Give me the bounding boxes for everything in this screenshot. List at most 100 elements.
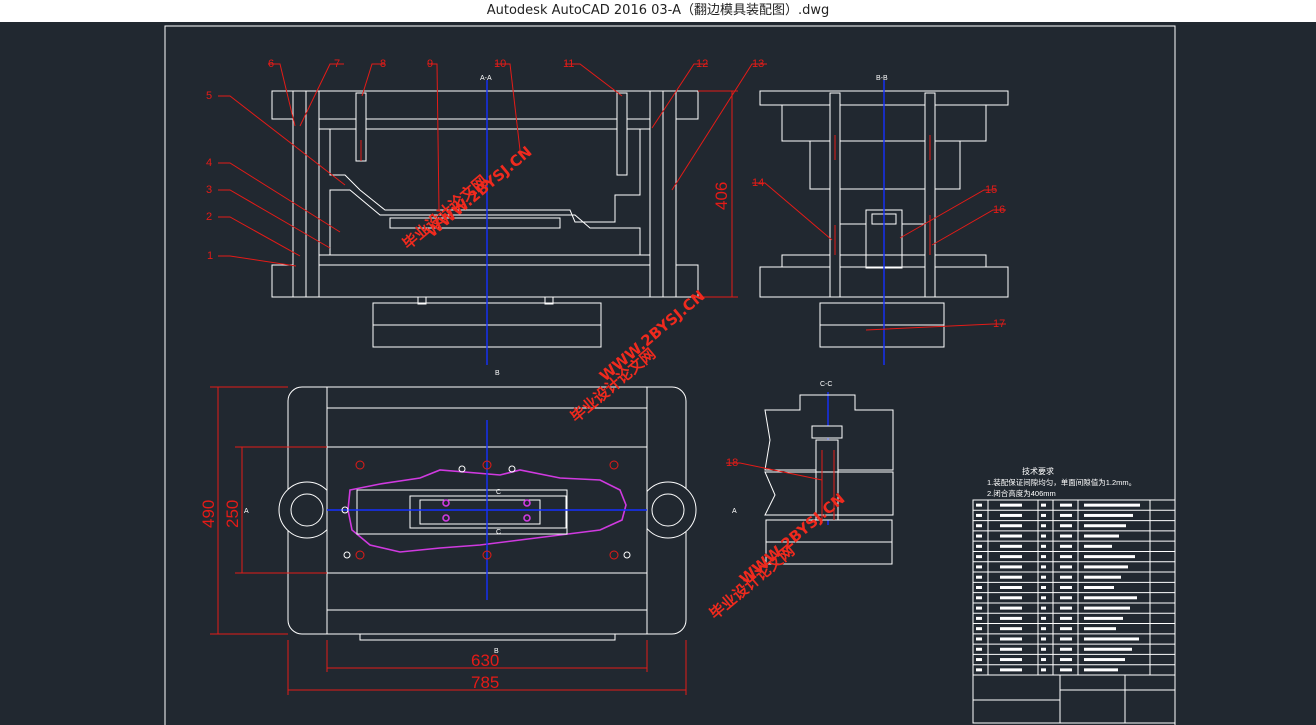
bom-cell (1041, 586, 1046, 589)
part-number-8: 8 (380, 58, 386, 70)
bom-cell (1041, 524, 1046, 528)
bom-cell (976, 606, 982, 610)
upper-die (329, 128, 641, 223)
technical-notes: 技术要求 1.装配保证间隙均匀，单面间隙值为1.2mm。 2.闭合高度为406m… (987, 466, 1136, 498)
bom-cell (976, 637, 982, 641)
bom-cell (1041, 668, 1046, 672)
bom-cell (976, 565, 982, 569)
part-number-14: 14 (752, 177, 764, 189)
part-number-12: 12 (696, 58, 708, 70)
marker-c-top: C (496, 489, 501, 496)
bom-cell (1084, 637, 1139, 641)
part-number-9: 9 (427, 58, 433, 70)
bom-cell (1084, 668, 1118, 672)
bom-cell (1041, 555, 1046, 559)
bom-cell (1084, 565, 1128, 569)
bom-cell (1060, 503, 1072, 507)
label-section-aa: A-A (480, 75, 492, 82)
bom-cell (1060, 596, 1072, 600)
bom-cell (1041, 503, 1046, 507)
bom-cell (1084, 575, 1121, 579)
part-number-10: 10 (494, 58, 506, 70)
bom-cell (1060, 616, 1072, 620)
dim-inner-width-630: 630 (471, 651, 499, 670)
bom-cell (1000, 637, 1022, 641)
bom-cell (1000, 668, 1022, 672)
section-view-cc[interactable]: C-C 18 (726, 381, 894, 565)
bom-cell (1060, 627, 1072, 631)
bom-cell (1000, 658, 1022, 662)
lower-plate (271, 264, 699, 298)
bom-cell (1060, 586, 1072, 589)
bom-cell (1041, 544, 1046, 548)
part-number-17: 17 (993, 318, 1005, 330)
bom-cell (1084, 647, 1132, 651)
bom-cell (1084, 627, 1116, 631)
part-number-7: 7 (334, 58, 340, 70)
bom-cell (1000, 555, 1022, 559)
bom-cell (1060, 658, 1072, 662)
bom-cell (1084, 658, 1125, 662)
marker-c-bottom: C (496, 529, 501, 536)
bom-cell (1000, 586, 1022, 589)
bom-cell (1084, 606, 1130, 610)
bom-cell (1000, 627, 1022, 631)
watermark-url-3: WWW.2BYSJ.CN (736, 490, 848, 588)
dim-total-height-490: 490 (199, 500, 218, 528)
bom-cell (976, 503, 982, 507)
bom-cell (1041, 513, 1046, 517)
bom-cell (1000, 575, 1022, 579)
bom-cell (976, 524, 982, 528)
plan-view[interactable]: A A C C B 490 250 630 785 (199, 386, 737, 695)
bom-cell (1041, 658, 1046, 662)
part-number-3: 3 (206, 184, 212, 196)
bom-cell (976, 596, 982, 600)
drawing-frame (164, 25, 1176, 725)
part-number-13: 13 (752, 58, 764, 70)
label-section-cc: C-C (820, 381, 832, 388)
bom-cell (1041, 606, 1046, 610)
bom-cell (1060, 668, 1072, 672)
bom-cell (976, 575, 982, 579)
marker-a-left: A (244, 508, 249, 515)
bom-cell (1000, 565, 1022, 569)
window-title: Autodesk AutoCAD 2016 03-A（翻边模具装配图）.dwg (0, 0, 1316, 22)
bom-cell (1041, 647, 1046, 651)
marker-b-bottom: B (494, 648, 499, 655)
part-number-5: 5 (206, 90, 212, 102)
bom-cell (1041, 627, 1046, 631)
bom-cell (1084, 513, 1133, 517)
part-number-6-left: 6 (268, 58, 274, 70)
bom-cell (1041, 565, 1046, 569)
notes-line-1: 1.装配保证间隙均匀，单面间隙值为1.2mm。 (987, 477, 1136, 487)
bom-cell (1041, 596, 1046, 600)
bom-cell (976, 616, 982, 620)
bom-cell (1060, 647, 1072, 651)
bom-cell (1060, 575, 1072, 579)
bom-cell (1084, 503, 1140, 507)
part-number-4: 4 (206, 157, 212, 169)
section-view-bb[interactable]: B-B 14 15 16 17 (752, 75, 1009, 365)
lower-backing-plate (299, 254, 671, 266)
part-number-1: 1 (207, 250, 213, 262)
bom-cell (1000, 616, 1022, 620)
bom-cell (1084, 534, 1119, 538)
part-number-18: 18 (726, 457, 738, 469)
bom-cell (976, 668, 982, 672)
section-view-aa[interactable]: A-A B 406 (271, 75, 738, 377)
bom-cell (1084, 524, 1126, 528)
drawing-canvas[interactable]: A-A B 406 1 2 3 4 5 6 7 8 9 10 11 12 13 (0, 22, 1316, 725)
bom-cell (1060, 513, 1072, 517)
bom-cell (1084, 596, 1137, 600)
workpiece (389, 217, 561, 229)
bom-cell (1084, 616, 1123, 620)
bom-cell (1084, 544, 1112, 548)
title-block (972, 499, 1176, 724)
bom-cell (1041, 575, 1046, 579)
bom-cell (976, 544, 982, 548)
bom-cell (976, 627, 982, 631)
bom-cell (976, 534, 982, 538)
bom-cell (1000, 534, 1022, 538)
label-section-bb: B-B (876, 75, 888, 82)
dim-inner-height-250: 250 (223, 500, 242, 528)
